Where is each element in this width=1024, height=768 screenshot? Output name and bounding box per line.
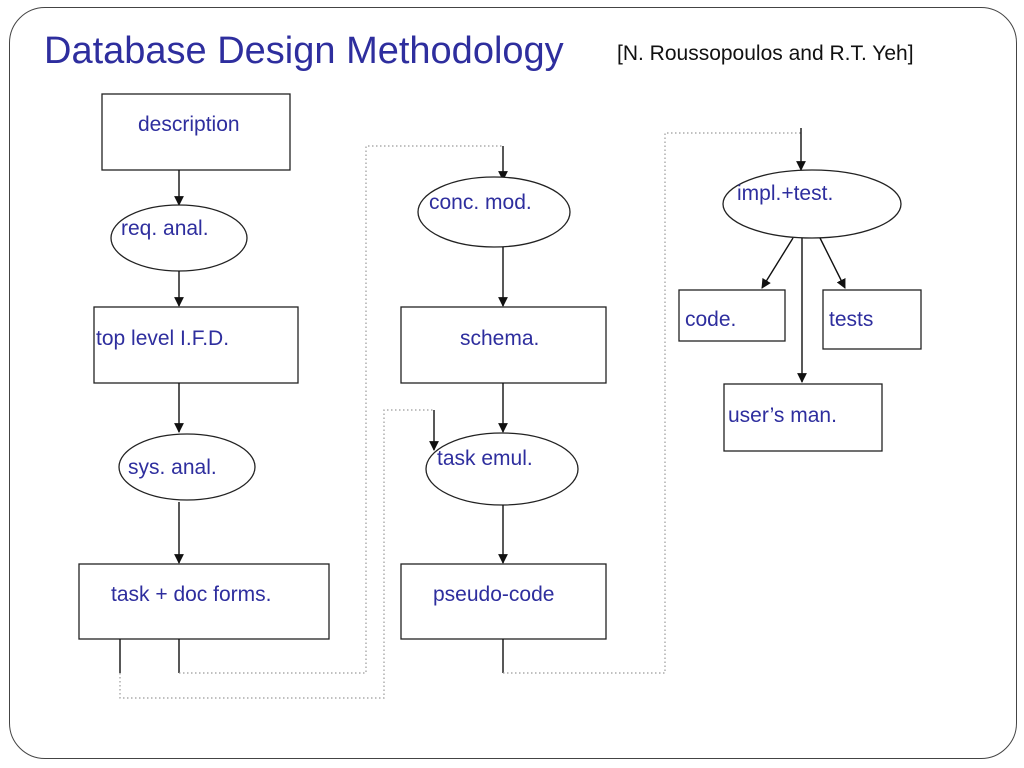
- connector-forms-to-task-emul: [119, 409, 434, 699]
- node-label: user’s man.: [728, 404, 837, 427]
- slide-title: Database Design Methodology: [44, 30, 564, 72]
- node-label: top level I.F.D.: [96, 327, 229, 350]
- node-label: tests: [829, 308, 873, 331]
- node-users-man: user’s man.: [723, 383, 883, 452]
- edge-impl-test-to-tests: [819, 237, 846, 289]
- slide-citation: [N. Roussopoulos and R.T. Yeh]: [617, 42, 914, 65]
- node-description: description: [101, 93, 291, 171]
- slide-frame: [9, 7, 1017, 759]
- node-label: task emul.: [437, 447, 533, 470]
- node-conc-mod: conc. mod.: [417, 176, 571, 248]
- node-label: conc. mod.: [429, 191, 532, 214]
- node-req-anal: req. anal.: [110, 204, 248, 272]
- node-code: code.: [678, 289, 786, 342]
- edge-impl-test-to-code: [761, 237, 794, 289]
- node-label: task + doc forms.: [111, 583, 271, 606]
- node-pseudo-code: pseudo-code: [400, 563, 607, 640]
- node-label: req. anal.: [121, 217, 209, 240]
- node-label: pseudo-code: [433, 583, 554, 606]
- connector-pseudo-code-to-impl-test: [503, 132, 801, 674]
- node-tests: tests: [822, 289, 922, 350]
- node-task-emul: task emul.: [425, 432, 579, 506]
- node-schema: schema.: [400, 306, 607, 384]
- node-label: impl.+test.: [737, 182, 833, 205]
- node-task-doc-forms: task + doc forms.: [78, 563, 330, 640]
- node-label: schema.: [460, 327, 539, 350]
- node-top-level-ifd: top level I.F.D.: [93, 306, 299, 384]
- node-label: description: [138, 113, 240, 136]
- node-label: sys. anal.: [128, 456, 217, 479]
- node-sys-anal: sys. anal.: [118, 433, 256, 501]
- node-impl-test: impl.+test.: [722, 169, 902, 239]
- node-label: code.: [685, 308, 736, 331]
- connector-forms-to-conc-mod: [179, 145, 503, 674]
